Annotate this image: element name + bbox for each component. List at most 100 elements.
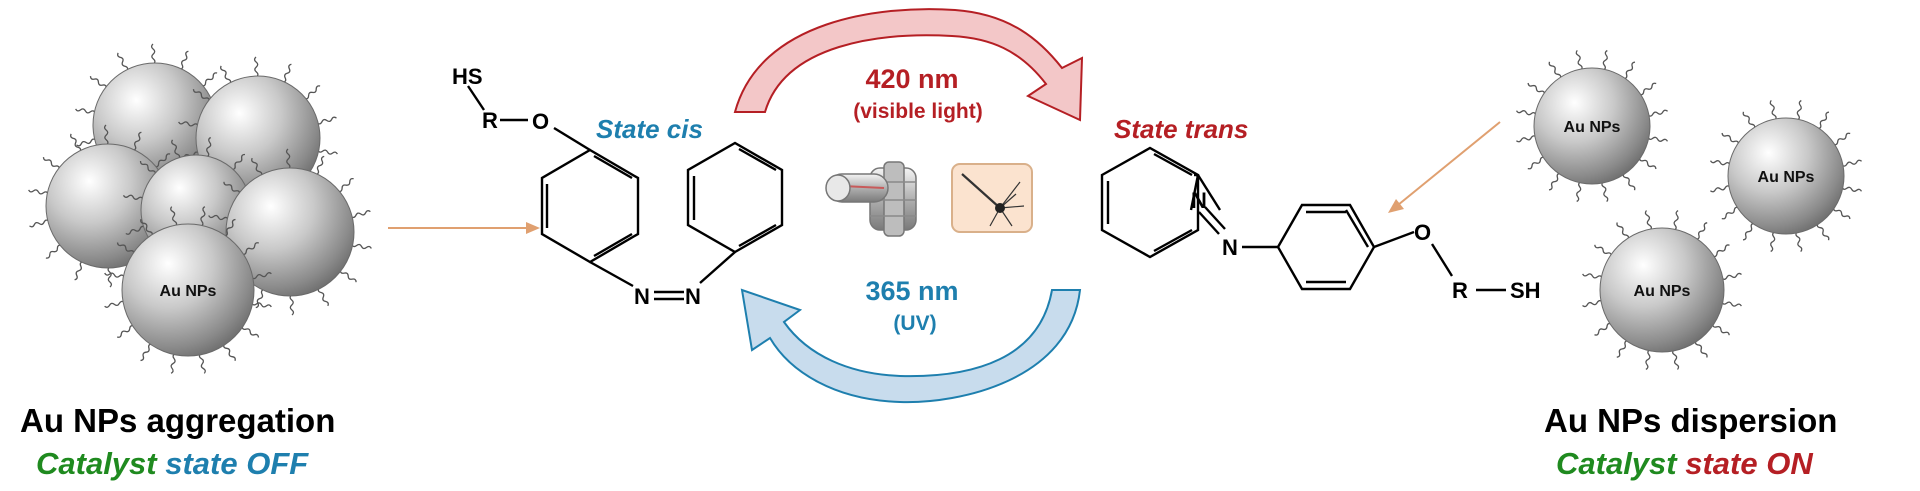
ligand-chain: [1515, 110, 1537, 116]
ligand-chain: [139, 160, 157, 175]
cis-nitrogen-2: N: [685, 284, 701, 309]
ligand-chain: [253, 56, 259, 78]
ligand-chain: [231, 153, 246, 171]
ligand-chain: [1527, 156, 1545, 170]
ligand-chain: [1770, 231, 1776, 253]
cis-oxygen-label: O: [532, 109, 549, 134]
ligand-chain: [104, 300, 125, 308]
ligand-chain: [1709, 160, 1731, 166]
ligand-chain: [350, 210, 371, 219]
ligand-chain: [198, 353, 206, 374]
ligand-chain: [1515, 135, 1537, 143]
ligand-chain: [251, 157, 263, 177]
ligand-chain: [1673, 210, 1679, 231]
ligand-chain: [1647, 109, 1669, 117]
ligand-chain: [117, 325, 134, 338]
ligand-chain: [1622, 173, 1636, 191]
ligand-chain: [1601, 181, 1609, 203]
ligand-chain: [1721, 206, 1739, 220]
ligand-chain: [351, 243, 372, 250]
uv-wavelength-label: 365 nm: [865, 276, 958, 306]
right-particle-2: Au NPs: [1709, 99, 1863, 253]
catalyst-word-right: Catalyst: [1556, 446, 1677, 481]
ligand-chain: [241, 326, 260, 338]
cis-nitrogen-1: N: [634, 284, 650, 309]
aggregated-nanoparticles: Au NPs: [28, 43, 372, 374]
ligand-chain: [1548, 172, 1561, 191]
dispersion-title: Au NPs dispersion: [1544, 402, 1838, 439]
ligand-chain: [285, 148, 291, 170]
ligand-chain: [1594, 244, 1613, 257]
visible-light-note: (visible light): [853, 100, 983, 123]
on-word: ON: [1766, 446, 1813, 481]
ligand-chain: [1616, 339, 1629, 358]
trans-azo-bonds: [1198, 206, 1278, 249]
ligand-chain: [171, 139, 181, 160]
ligand-chain: [45, 244, 62, 259]
ligand-chain: [170, 353, 176, 374]
ligand-chain: [1709, 185, 1731, 193]
ligand-chain: [1769, 99, 1777, 121]
catalyst-on-caption: Catalyst state ON: [1556, 446, 1813, 482]
ligand-chain: [1742, 111, 1756, 129]
ligand-chain: [251, 272, 272, 280]
ligand-chain: [1841, 159, 1863, 167]
ligand-chain: [1695, 222, 1708, 241]
ligand-chain: [282, 63, 292, 84]
ligand-chain: [1645, 349, 1651, 370]
left-particle-3: [28, 124, 188, 288]
ligand-chain: [116, 242, 135, 254]
ligand-chain: [1694, 340, 1708, 358]
gold-nanoparticle-sphere: [225, 167, 355, 297]
ligand-chain: [317, 149, 338, 155]
ligand-chain: [29, 219, 50, 228]
ligand-chain: [132, 131, 142, 152]
ligand-chain: [224, 218, 236, 237]
ligand-chain: [179, 50, 189, 71]
ligand-chain: [223, 344, 236, 361]
trans-ring-d: [1276, 203, 1506, 292]
uv-note: (UV): [893, 312, 936, 335]
left-particle-5: [208, 148, 372, 316]
ligand-chain: [1742, 222, 1755, 241]
ligand-chain: [140, 219, 153, 236]
ligand-chain: [107, 266, 113, 288]
ligand-chain: [223, 181, 241, 194]
ligand-chain: [1721, 301, 1742, 307]
aggregation-title: Au NPs aggregation: [20, 402, 336, 439]
ligand-chain: [317, 287, 329, 307]
ligand-chain: [125, 225, 146, 235]
right-particle-3: Au NPs: [1582, 210, 1742, 370]
ligand-chain: [255, 288, 265, 309]
ligand-chain: [1644, 210, 1652, 231]
ligand-chain: [103, 124, 109, 146]
ligand-chain: [316, 116, 337, 125]
ligand-chain: [1575, 49, 1583, 71]
ligand-chain: [1647, 136, 1669, 142]
visible-light-arrow: [733, 8, 1084, 122]
ligand-chain: [242, 242, 259, 255]
ligand-chain: [315, 155, 325, 176]
ligand-chain: [339, 270, 357, 283]
uv-light-arrow: [740, 288, 1082, 404]
gold-nanoparticle-sphere: [121, 223, 255, 357]
toggle-switch-icon: [825, 161, 917, 237]
ligand-chain: [1594, 322, 1612, 336]
ligand-chain: [1711, 323, 1730, 336]
ligand-chain: [200, 206, 206, 227]
ligand-chain: [76, 138, 97, 147]
ligand-chain: [42, 157, 61, 170]
ligand-chain: [208, 214, 229, 221]
ligand-chain: [1721, 132, 1740, 145]
ligand-chain: [117, 52, 129, 71]
ligand-chain: [170, 206, 178, 227]
ligand-chain: [1796, 99, 1802, 121]
right-particle-1: Au NPs: [1515, 49, 1669, 203]
ligand-chain: [338, 177, 354, 193]
trans-azobenzene-molecule: [1100, 146, 1222, 259]
particle-label: Au NPs: [160, 283, 217, 300]
ligand-chain: [1795, 231, 1803, 253]
ligand-chain: [74, 260, 84, 281]
